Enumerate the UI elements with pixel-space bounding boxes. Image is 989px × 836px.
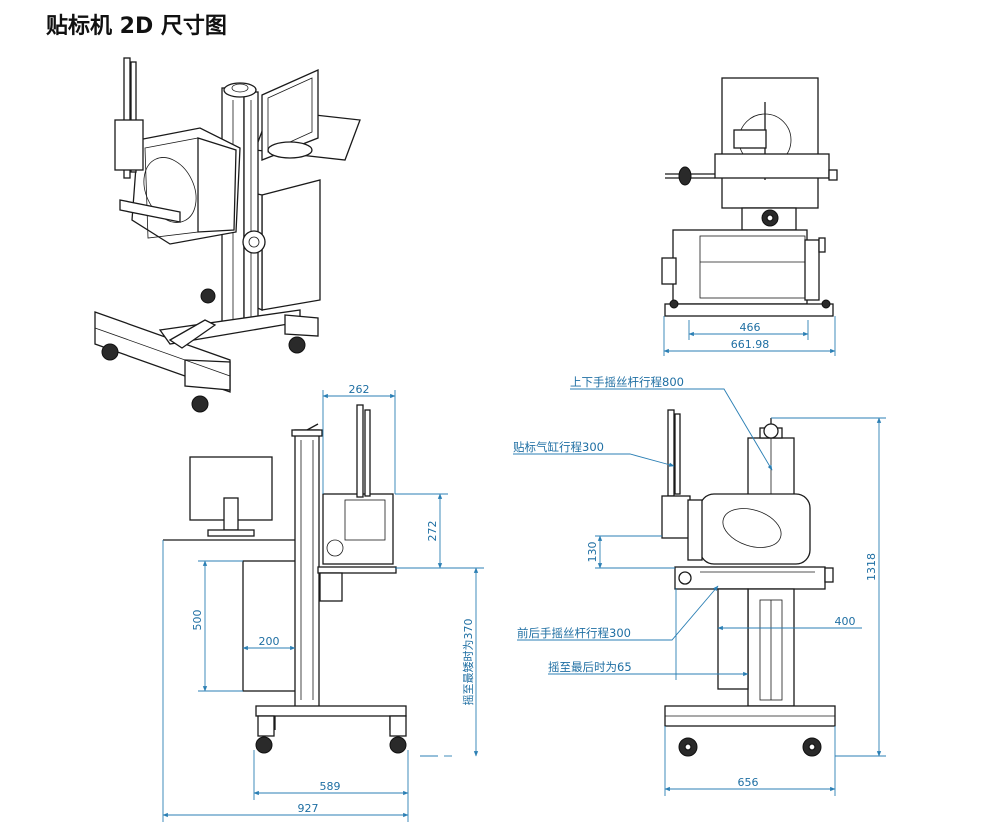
isometric-view [94, 57, 361, 413]
top-view [661, 77, 838, 317]
dimension-661: 661.98 [663, 316, 836, 356]
dim-label-370: 摇至最矮时为370 [461, 619, 475, 706]
dimension-500: 500 [191, 560, 243, 692]
dimension-1318: 1318 [771, 417, 886, 757]
dimension-262: 262 [322, 383, 396, 494]
annotation-rear-most: 摇至最后时为65 [548, 588, 749, 680]
dimension-200: 200 [242, 635, 296, 651]
dimension-656: 656 [664, 726, 836, 796]
dimension-589: 589 [253, 750, 409, 800]
page-title: 贴标机 2D 尺寸图 [46, 14, 227, 39]
dim-label-466: 466 [740, 321, 761, 334]
front-view [661, 409, 836, 757]
dim-label-262: 262 [349, 383, 370, 396]
dim-label-927: 927 [298, 802, 319, 815]
dim-label-656: 656 [738, 776, 759, 789]
dimension-272: 272 [395, 493, 448, 569]
dim-label-272: 272 [426, 521, 439, 542]
annotation-vertical-stroke: 上下手摇丝杆行程800 [570, 375, 773, 471]
dimension-927: 927 [162, 540, 409, 822]
annotation-front-back-stroke: 前后手摇丝杆行程300 [517, 585, 719, 641]
dim-label-1318: 1318 [865, 553, 878, 581]
dim-label-400: 400 [835, 615, 856, 628]
annotation-label-cylinder: 贴标气缸行程300 [513, 440, 604, 454]
dimension-400: 400 [717, 615, 862, 631]
annotation-cylinder-stroke: 贴标气缸行程300 [513, 440, 675, 467]
side-view [163, 404, 407, 754]
dimension-130: 130 [586, 535, 675, 569]
dim-label-130: 130 [586, 542, 599, 563]
dim-label-661: 661.98 [731, 338, 770, 351]
annotation-label-front-back: 前后手摇丝杆行程300 [517, 626, 631, 640]
dim-label-500: 500 [191, 610, 204, 631]
dim-label-589: 589 [320, 780, 341, 793]
annotation-label-vertical: 上下手摇丝杆行程800 [570, 375, 684, 389]
dimension-466: 466 [688, 320, 809, 340]
dim-label-200: 200 [259, 635, 280, 648]
dimension-370: 摇至最矮时为370 [396, 567, 484, 757]
annotation-label-rear-most: 摇至最后时为65 [548, 660, 632, 674]
